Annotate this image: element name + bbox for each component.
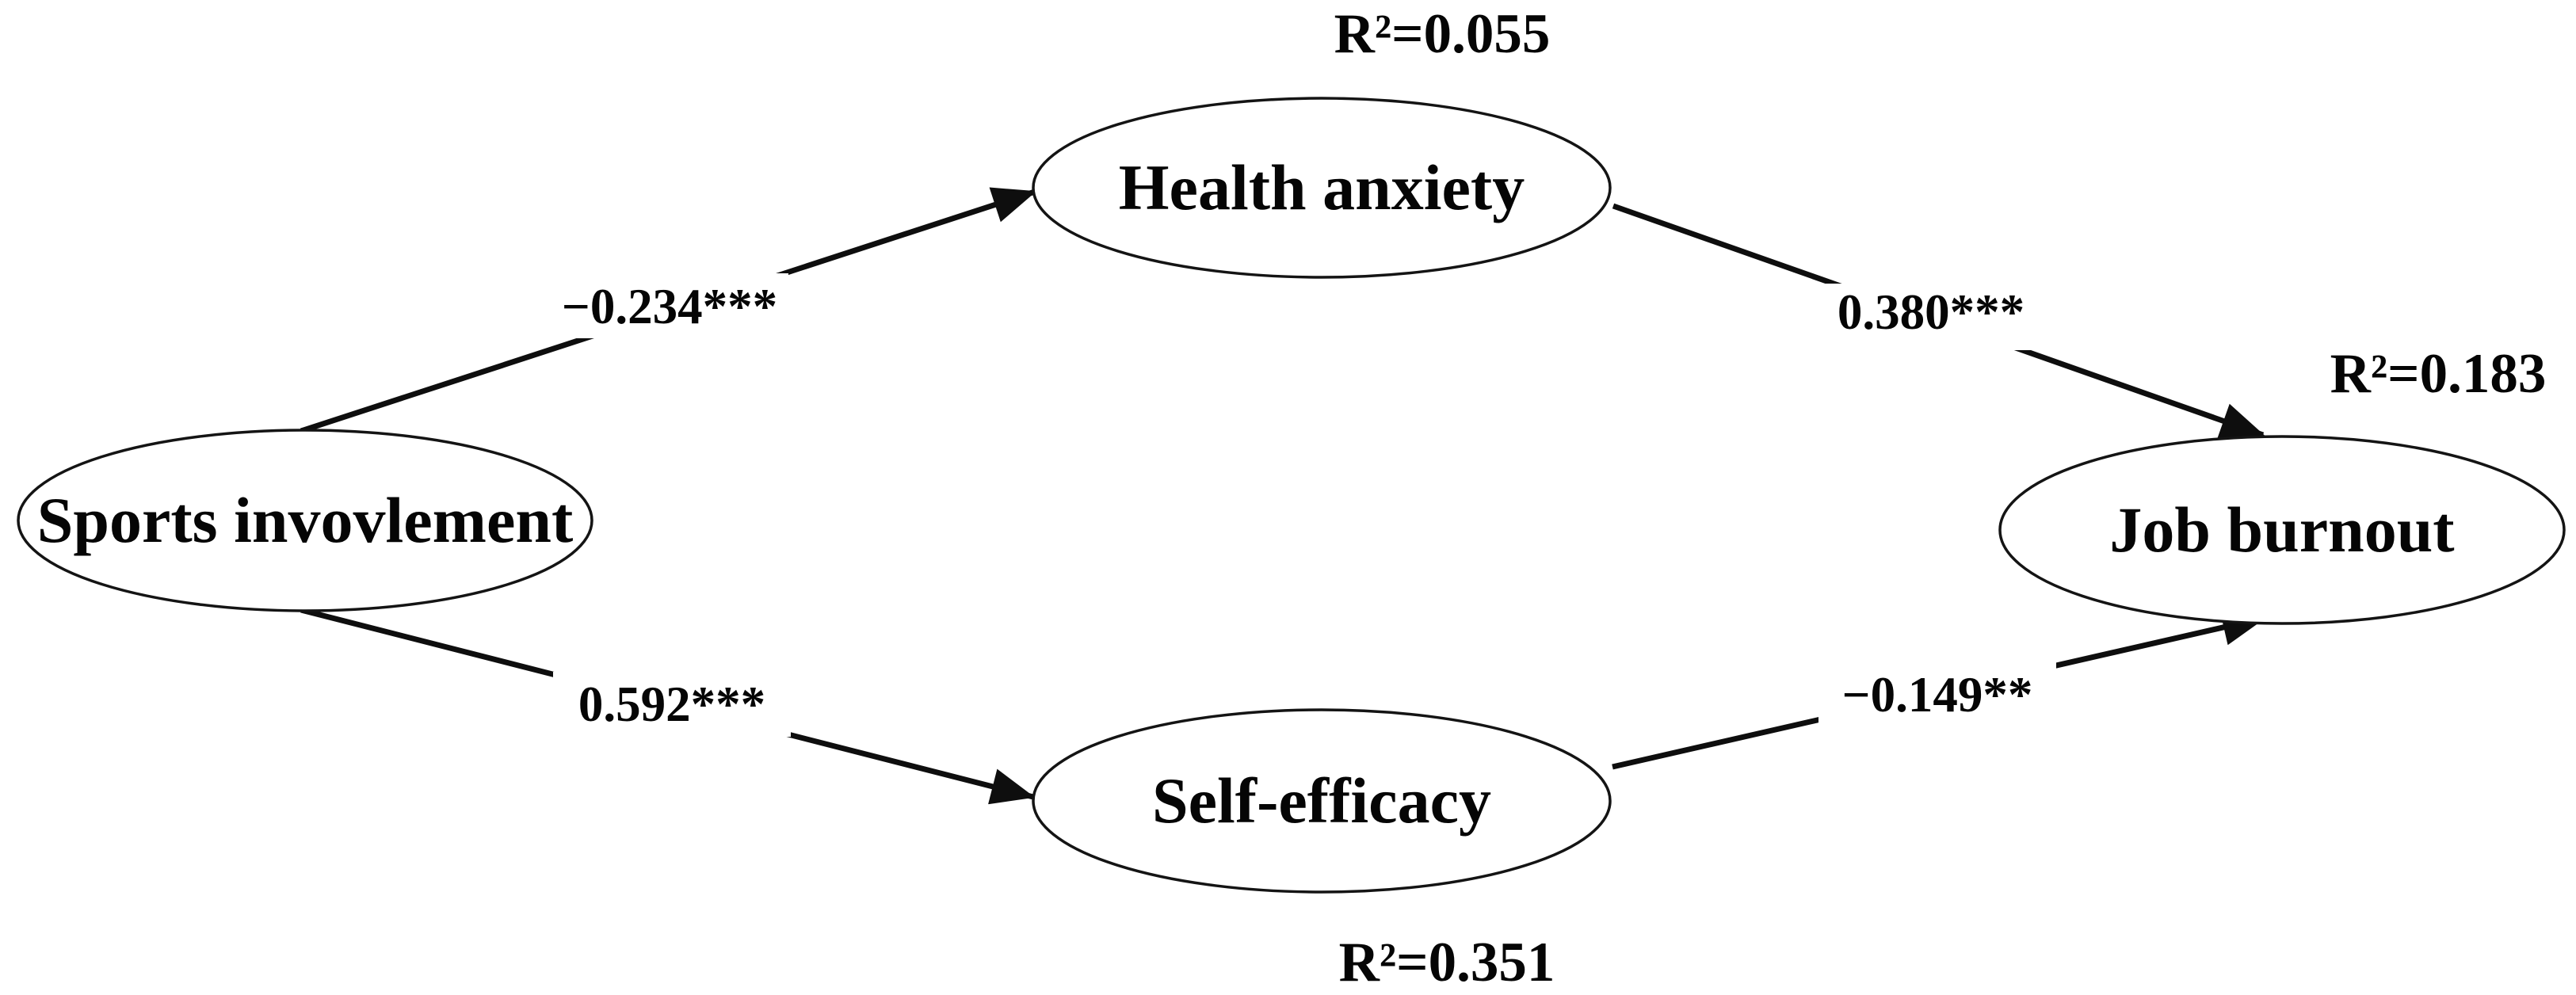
coef-label-sports-to-health-anxiety: −0.234*** bbox=[562, 279, 777, 334]
coef-label-gap bbox=[1812, 284, 2050, 350]
node-ellipse-health-anxiety bbox=[1032, 97, 1612, 279]
coef-label-gap bbox=[551, 273, 788, 338]
node-label-self-efficacy: Self-efficacy bbox=[1152, 764, 1491, 837]
node-label-health-anxiety: Health anxiety bbox=[1119, 151, 1525, 223]
r2-label-job-burnout: R²=0.183 bbox=[2330, 343, 2547, 405]
node-label-sports-involvement: Sports invovlement bbox=[37, 484, 574, 556]
coef-label-self-efficacy-to-job-burnout: −0.149** bbox=[1842, 667, 2033, 722]
coef-label-sports-to-self-efficacy: 0.592*** bbox=[578, 677, 765, 732]
coef-label-gap bbox=[553, 672, 791, 737]
coef-label-health-anxiety-to-job-burnout: 0.380*** bbox=[1838, 284, 2025, 340]
node-label-job-burnout: Job burnout bbox=[2109, 494, 2454, 566]
node-ellipse-sports-involvement bbox=[17, 429, 593, 612]
node-ellipse-job-burnout bbox=[1998, 435, 2566, 625]
r2-label-health-anxiety: R²=0.055 bbox=[1334, 3, 1551, 65]
node-ellipse-self-efficacy bbox=[1032, 708, 1612, 894]
r2-label-self-efficacy: R²=0.351 bbox=[1339, 932, 1555, 993]
coef-label-gap bbox=[1818, 659, 2056, 726]
